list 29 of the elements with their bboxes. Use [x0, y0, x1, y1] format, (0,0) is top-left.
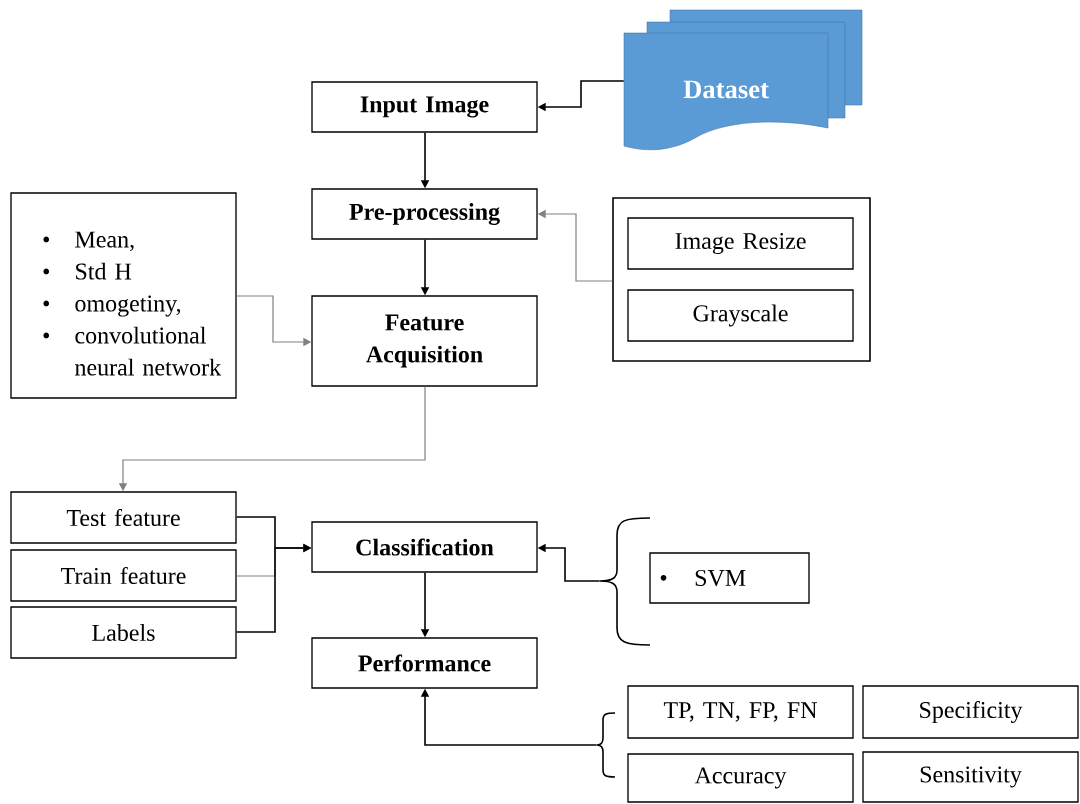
label-box: Sensitivity: [862, 751, 1079, 803]
list-item: convolutional neural network: [75, 326, 222, 376]
process-box: Pre-processing: [311, 188, 538, 240]
list-item: omogetiny,: [75, 295, 181, 317]
group-box: [612, 197, 871, 362]
bullet: •: [660, 574, 667, 581]
bullet: •: [43, 236, 50, 243]
label-box: Image Resize: [627, 217, 854, 270]
label-box: Accuracy: [627, 753, 854, 803]
process-box: Classification: [311, 521, 538, 573]
label-box: Test feature: [10, 491, 237, 544]
label-box: Train feature: [10, 549, 237, 602]
curly-brace: [599, 517, 651, 646]
label-box: Specificity: [862, 685, 1079, 739]
bullet: •: [43, 332, 50, 339]
dataset-stack: Dataset: [623, 9, 863, 151]
curly-brace: [596, 712, 616, 778]
feature-list-box: [10, 192, 237, 399]
label-box: Labels: [10, 606, 237, 659]
list-box: • SVM: [649, 552, 810, 604]
bullet: •: [43, 268, 50, 275]
list-item: Std H: [76, 262, 132, 280]
label-box: Grayscale: [627, 289, 854, 342]
process-box: Performance: [311, 637, 538, 689]
bullet: •: [43, 300, 50, 307]
list-item: Mean,: [75, 231, 134, 252]
process-box: Input Image: [311, 81, 538, 133]
label-box: TP, TN, FP, FN: [627, 685, 854, 739]
process-box: Feature Acquisition: [311, 295, 538, 387]
